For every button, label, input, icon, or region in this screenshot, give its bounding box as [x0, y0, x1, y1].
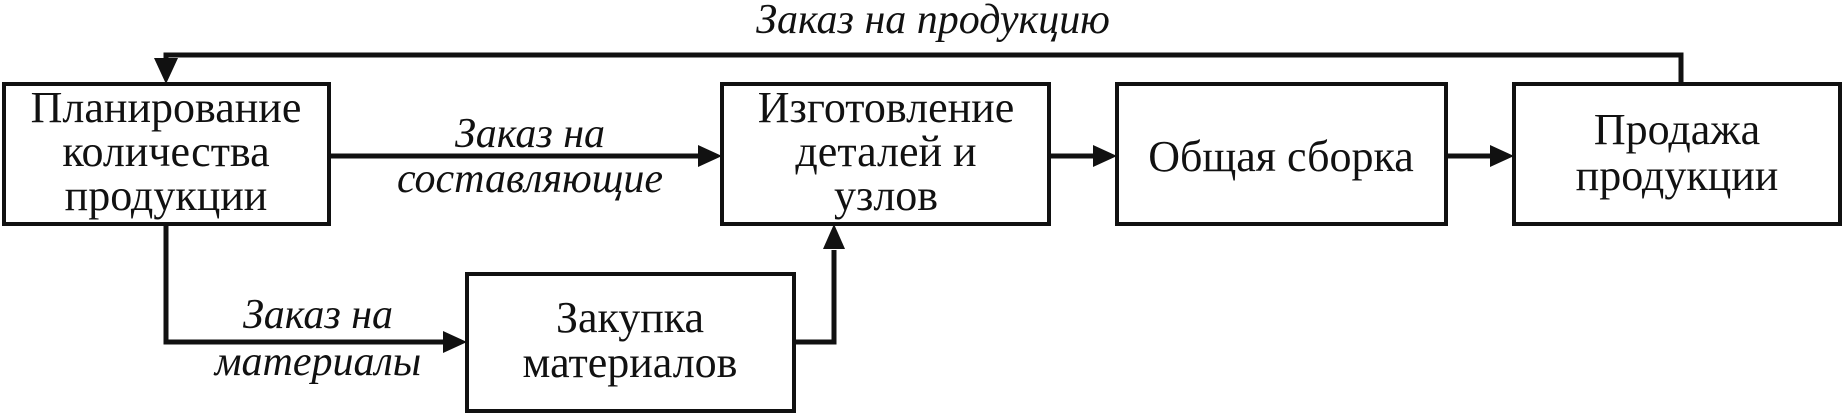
materials-order-label-line1: Заказ на: [243, 292, 393, 338]
node-planning-line3: продукции: [65, 171, 268, 220]
components-order-label-line1: Заказ на: [455, 111, 605, 157]
node-assembly: Общая сборка: [1115, 82, 1448, 226]
components-order-label-line2: составляющие: [397, 156, 663, 202]
node-sales: Продажа продукции: [1512, 82, 1842, 226]
node-sales-line1: Продажа: [1594, 105, 1760, 154]
assembly-to-sales-arrowhead: [1490, 145, 1514, 167]
node-assembly-line1: Общая сборка: [1148, 132, 1414, 181]
node-sales-box: [1512, 82, 1842, 226]
node-sales-line2: продукции: [1576, 151, 1779, 200]
purchasing-to-manufacturing-arrowhead: [823, 224, 845, 249]
node-planning: Планирование количества продукции: [2, 82, 331, 226]
product-order-edge: [163, 52, 1684, 84]
node-manufacturing: Изготовление деталей и узлов: [720, 82, 1051, 226]
product-order-arrowhead: [154, 58, 178, 84]
purchasing-to-manufacturing-edge: [794, 250, 837, 345]
node-purchasing-line1: Закупка: [556, 293, 704, 342]
materials-order-label-line2: материалы: [213, 339, 422, 385]
components-order-arrowhead: [698, 145, 722, 167]
node-manufacturing-line3: узлов: [834, 171, 938, 220]
product-order-label: Заказ на продукцию: [756, 0, 1110, 43]
node-manufacturing-line2: деталей и: [795, 127, 976, 176]
node-assembly-box: [1115, 82, 1448, 226]
materials-order-arrowhead: [443, 331, 467, 353]
node-planning-line2: количества: [62, 127, 269, 176]
node-purchasing-box: [465, 272, 796, 413]
node-planning-box: [2, 82, 331, 226]
node-manufacturing-box: [720, 82, 1051, 226]
node-planning-line1: Планирование: [31, 83, 302, 132]
node-purchasing-line2: материалов: [523, 338, 738, 387]
node-purchasing: Закупка материалов: [465, 272, 796, 413]
node-manufacturing-line1: Изготовление: [758, 83, 1014, 132]
materials-order-edge: [163, 224, 447, 345]
manufacturing-to-assembly-arrowhead: [1093, 145, 1117, 167]
